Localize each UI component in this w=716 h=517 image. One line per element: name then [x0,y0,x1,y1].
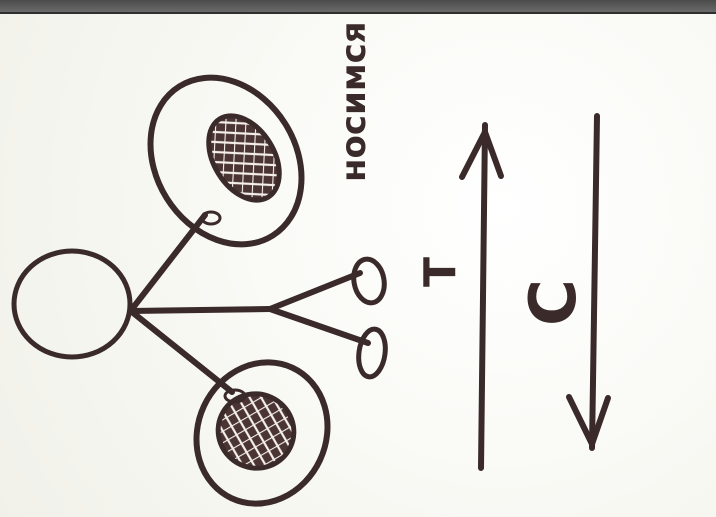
letter-c-label: С [517,279,591,326]
racket-icon [147,74,305,248]
stick-figure-body [127,212,371,395]
letter-t-label: Т [415,257,466,287]
arrow-up-icon [459,122,504,471]
arrow-down-icon [566,113,611,451]
shoe-bottom [356,326,388,380]
paper-top-edge [0,0,716,14]
top-word-label: носимся [334,21,374,182]
racket-icon [193,359,331,507]
head-circle [11,248,133,360]
shoe-top [351,256,387,306]
